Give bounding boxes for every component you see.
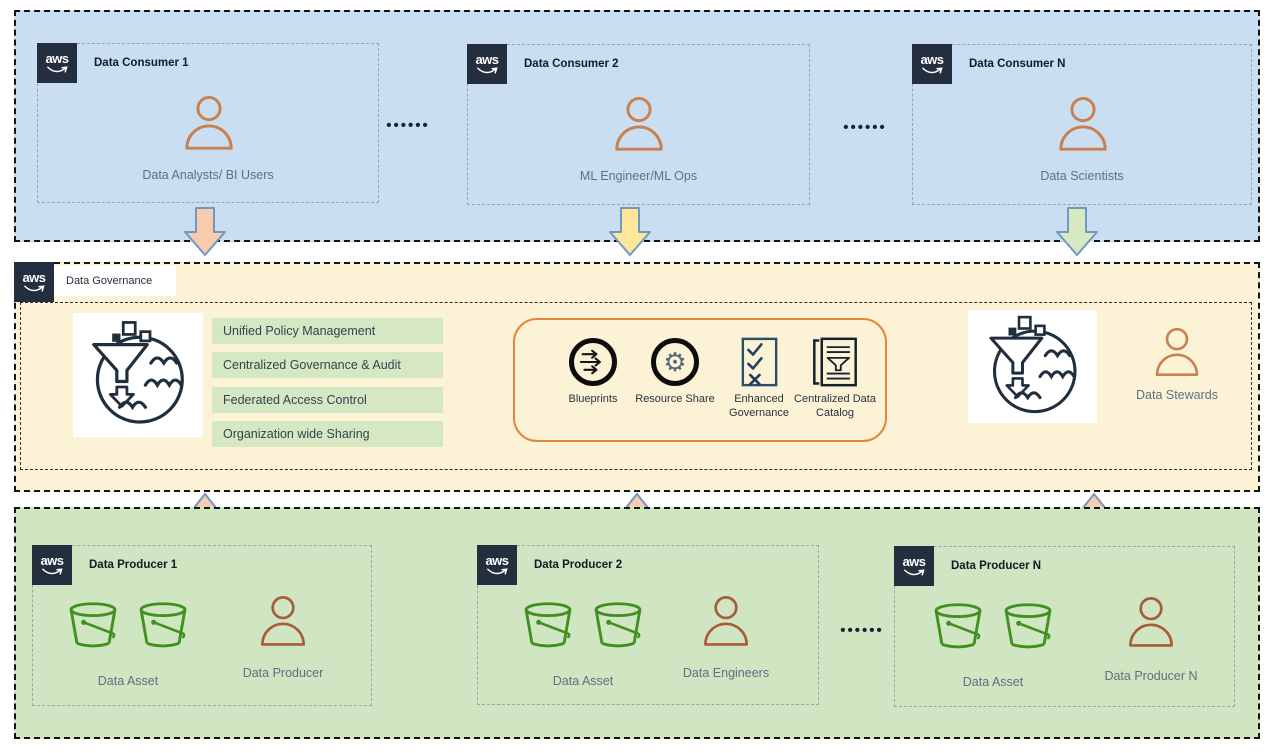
service-label: Enhanced Governance <box>729 393 789 419</box>
data-consumer-n-box: aws Data Consumer N Data Scientists <box>912 44 1252 205</box>
data-producer-1-box: aws Data Producer 1 Data Asset Data Prod… <box>32 545 372 706</box>
box-title: Data Producer N <box>951 560 1042 572</box>
aws-logo: aws <box>467 44 507 84</box>
lake-formation-icon <box>977 315 1089 419</box>
aws-logo: aws <box>894 546 934 586</box>
person-icon <box>180 96 238 152</box>
aws-logo: aws <box>37 43 77 83</box>
aws-logo-text: aws <box>485 552 509 568</box>
ellipsis-dots: •••••• <box>840 622 884 639</box>
s3-bucket-icon <box>521 599 575 649</box>
capability-bar: Unified Policy Management <box>212 318 443 344</box>
steward-label: Data Stewards <box>1136 388 1218 402</box>
asset-label: Data Asset <box>962 675 1024 689</box>
capability-bar: Centralized Governance & Audit <box>212 352 443 378</box>
person-icon <box>1054 97 1112 153</box>
aws-logo-text: aws <box>22 269 46 285</box>
down-arrow-icon <box>608 207 652 257</box>
service-enhanced-governance: Enhanced Governance <box>714 336 804 421</box>
capability-bar: Organization wide Sharing <box>212 421 443 447</box>
governance-services-box <box>513 318 887 442</box>
gear-icon: ⚙ <box>651 338 699 386</box>
service-label: Centralized Data Catalog <box>794 393 876 419</box>
aws-smile-icon <box>904 568 925 576</box>
person-icon <box>1124 597 1178 649</box>
aws-logo-text: aws <box>45 50 69 66</box>
person-label: Data Engineers <box>682 666 770 680</box>
asset-label: Data Asset <box>97 674 159 688</box>
box-title: Data Producer 2 <box>534 559 623 571</box>
lake-formation-tile <box>968 310 1097 423</box>
data-consumer-2-box: aws Data Consumer 2 ML Engineer/ML Ops <box>467 44 810 205</box>
aws-logo: aws <box>477 545 517 585</box>
box-title: Data Producer 1 <box>89 559 178 571</box>
aws-logo-text: aws <box>902 553 926 569</box>
blueprints-icon <box>569 338 617 386</box>
box-title: Data Consumer 1 <box>94 57 189 69</box>
person-icon <box>256 596 310 648</box>
person-icon <box>699 596 753 648</box>
aws-smile-icon <box>47 65 68 73</box>
capability-bar: Federated Access Control <box>212 387 443 413</box>
s3-bucket-icon <box>136 599 190 649</box>
aws-logo-text: aws <box>475 51 499 67</box>
checklist-icon <box>741 337 777 387</box>
ellipsis-dots: •••••• <box>386 117 430 134</box>
data-catalog-icon <box>813 337 857 387</box>
lake-formation-tile <box>73 313 203 437</box>
governance-band-label: Data Governance <box>54 266 176 296</box>
person-icon <box>1151 327 1203 379</box>
aws-logo: aws <box>14 262 54 302</box>
person-label: Data Producer <box>242 666 324 680</box>
data-consumer-1-box: aws Data Consumer 1 Data Analysts/ BI Us… <box>37 43 379 203</box>
down-arrow-icon <box>1055 207 1099 257</box>
person-label: Data Producer N <box>1104 669 1198 683</box>
service-blueprints: Blueprints <box>548 336 638 407</box>
lake-formation-icon <box>79 320 197 430</box>
role-label: ML Engineer/ML Ops <box>579 169 698 183</box>
aws-smile-icon <box>477 66 498 74</box>
s3-bucket-icon <box>591 599 645 649</box>
service-resource-share: ⚙ Resource Share <box>630 336 720 407</box>
person-icon <box>610 97 668 153</box>
asset-label: Data Asset <box>552 674 614 688</box>
aws-logo: aws <box>32 545 72 585</box>
box-title: Data Consumer N <box>969 58 1066 70</box>
role-label: Data Analysts/ BI Users <box>142 168 274 182</box>
service-label: Resource Share <box>635 393 715 405</box>
data-producers-band: aws Data Producer 1 Data Asset Data Prod… <box>14 507 1260 739</box>
aws-logo-text: aws <box>920 51 944 67</box>
aws-smile-icon <box>42 567 63 575</box>
data-producer-2-box: aws Data Producer 2 Data Asset Data Engi… <box>477 545 819 705</box>
s3-bucket-icon <box>66 599 120 649</box>
aws-smile-icon <box>24 284 45 292</box>
aws-smile-icon <box>922 66 943 74</box>
data-producer-n-box: aws Data Producer N Data Asset Data Prod… <box>894 546 1235 707</box>
ellipsis-dots: •••••• <box>843 119 887 136</box>
aws-logo-text: aws <box>40 552 64 568</box>
service-label: Blueprints <box>568 393 618 405</box>
box-title: Data Consumer 2 <box>524 58 619 70</box>
data-consumers-band: aws Data Consumer 1 Data Analysts/ BI Us… <box>14 10 1260 242</box>
aws-logo: aws <box>912 44 952 84</box>
governance-inner-box <box>20 302 1252 470</box>
service-centralized-data-catalog: Centralized Data Catalog <box>790 336 880 421</box>
s3-bucket-icon <box>1001 600 1055 650</box>
s3-bucket-icon <box>931 600 985 650</box>
down-arrow-icon <box>183 207 227 257</box>
role-label: Data Scientists <box>1040 169 1124 183</box>
aws-smile-icon <box>487 567 508 575</box>
